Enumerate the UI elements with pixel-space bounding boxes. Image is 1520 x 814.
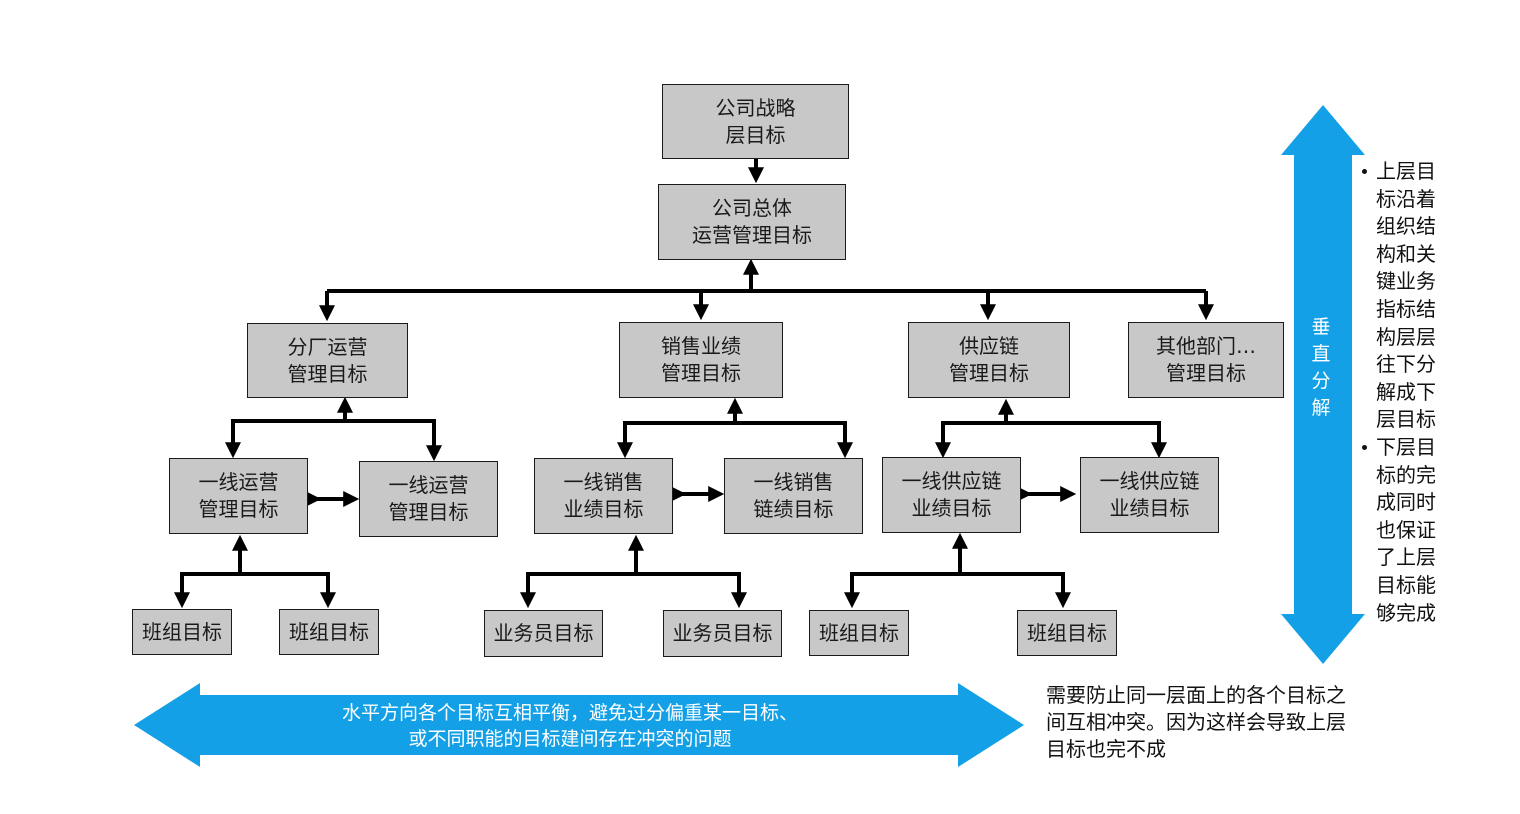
node-branch-ops: 分厂运营 管理目标: [247, 323, 408, 398]
node-label: 一线运营: [388, 473, 469, 497]
node-label: 一线销售: [753, 470, 834, 494]
node-label: 管理目标: [661, 361, 741, 385]
node-label: 公司总体: [712, 196, 792, 220]
side-note-line: 解成下: [1376, 379, 1436, 404]
side-note-line: 键业务: [1376, 269, 1436, 294]
side-note-line: 往下分: [1376, 352, 1436, 377]
node-frontline-sales-2: 一线销售 链绩目标: [724, 458, 863, 534]
node-label: 一线供应链: [901, 469, 1002, 493]
side-note-line: 层目标: [1376, 407, 1436, 432]
node-frontline-sales-1: 一线销售 业绩目标: [534, 458, 673, 534]
node-strategy: 公司战略 层目标: [662, 84, 849, 159]
vertical-arrow-char: 直: [1311, 343, 1331, 365]
node-sales: 销售业绩 管理目标: [619, 322, 783, 398]
connector-branch-bus: [231, 419, 436, 450]
node-label: 销售业绩: [661, 334, 741, 358]
vertical-arrow-char: 分: [1311, 370, 1331, 392]
node-label: 运营管理目标: [692, 223, 812, 247]
side-note-line: 目标能: [1376, 572, 1436, 597]
side-note-bullet-1: 上层目 标沿着 组织结 构和关 键业务 指标结 构层层 往下分 解成下 层目标: [1358, 158, 1468, 434]
node-frontline-ops-1: 一线运营 管理目标: [169, 458, 308, 534]
node-team-2: 班组目标: [279, 609, 379, 655]
node-label: 供应链: [959, 334, 1019, 358]
node-label: 班组目标: [1027, 620, 1107, 645]
node-label: 业绩目标: [911, 496, 992, 520]
node-label: 班组目标: [289, 619, 369, 644]
node-salesman-1: 业务员目标: [484, 610, 603, 657]
connector-salesfl-bus: [526, 572, 741, 600]
node-label: 业务员目标: [493, 621, 594, 645]
node-label: 班组目标: [819, 620, 899, 645]
bullet-dot-icon: [1362, 169, 1367, 174]
node-label: 业绩目标: [1109, 496, 1190, 520]
node-label: 其他部门…: [1156, 334, 1256, 358]
node-frontline-supply-2: 一线供应链 业绩目标: [1080, 457, 1219, 533]
side-notes: 上层目 标沿着 组织结 构和关 键业务 指标结 构层层 往下分 解成下 层目标 …: [1358, 158, 1468, 627]
node-label: 链绩目标: [753, 497, 834, 521]
bottom-note-line: 目标也完不成: [1046, 737, 1166, 761]
node-label: 管理目标: [1166, 361, 1246, 385]
node-label: 一线运营: [198, 470, 279, 494]
bullet-dot-icon: [1362, 444, 1367, 450]
node-team-4: 班组目标: [1017, 610, 1117, 656]
bottom-note-line: 间互相冲突。因为这样会导致上层: [1046, 710, 1346, 734]
side-note-line: 了上层: [1376, 545, 1436, 570]
node-label: 一线销售: [563, 470, 644, 494]
side-note-line: 成同时: [1376, 490, 1436, 515]
node-label: 业务员目标: [672, 621, 773, 645]
node-team-3: 班组目标: [809, 610, 909, 656]
side-note-line: 下层目: [1376, 434, 1436, 459]
side-note-line: 够完成: [1376, 600, 1436, 625]
connector-supplyfl-bus: [850, 572, 1065, 600]
side-note-line: 也保证: [1376, 517, 1436, 542]
vertical-arrow-char: 垂: [1311, 316, 1331, 338]
node-label: 管理目标: [949, 361, 1029, 385]
node-frontline-supply-1: 一线供应链 业绩目标: [882, 457, 1021, 533]
node-team-1: 班组目标: [132, 609, 232, 655]
horizontal-arrow-line: 或不同职能的目标建间存在冲突的问题: [408, 728, 732, 750]
node-label: 分厂运营: [287, 334, 368, 359]
side-note-line: 构和关: [1376, 241, 1436, 266]
node-salesman-2: 业务员目标: [663, 610, 782, 657]
vertical-arrow-label: 垂 直 分 解: [1296, 314, 1346, 422]
connector-supply-bus: [941, 421, 1161, 450]
horizontal-balance-arrow: [134, 683, 1024, 767]
bottom-note-line: 需要防止同一层面上的各个目标之: [1046, 683, 1346, 707]
vertical-arrow-char: 解: [1311, 397, 1331, 419]
node-label: 公司战略: [715, 95, 796, 120]
horizontal-arrow-line: 水平方向各个目标互相平衡，避免过分偏重某一目标、: [341, 702, 798, 724]
vertical-decomposition-arrow: [1281, 105, 1365, 664]
node-frontline-ops-2: 一线运营 管理目标: [359, 461, 498, 537]
side-note-line: 上层目: [1376, 159, 1436, 183]
side-note-line: 标沿着: [1376, 186, 1436, 211]
node-label: 一线供应链: [1099, 469, 1200, 493]
node-supply: 供应链 管理目标: [908, 322, 1070, 398]
connector-sales-bus: [623, 421, 847, 450]
side-note-line: 标的完: [1376, 462, 1436, 487]
side-note-bullet-2: 下层目 标的完 成同时 也保证 了上层 目标能 够完成: [1358, 434, 1468, 627]
node-label: 管理目标: [287, 361, 368, 386]
horizontal-arrow-label: 水平方向各个目标互相平衡，避免过分偏重某一目标、 或不同职能的目标建间存在冲突的…: [200, 700, 940, 752]
node-label: 班组目标: [142, 619, 222, 644]
node-corporate: 公司总体 运营管理目标: [658, 184, 846, 260]
connector-ops-bus: [180, 572, 330, 600]
node-label: 层目标: [725, 122, 786, 147]
node-label: 管理目标: [198, 497, 279, 521]
side-note-line: 组织结: [1376, 214, 1436, 239]
bottom-note: 需要防止同一层面上的各个目标之 间互相冲突。因为这样会导致上层 目标也完不成: [1046, 682, 1406, 763]
node-label: 业绩目标: [563, 497, 644, 521]
side-note-line: 构层层: [1376, 324, 1436, 349]
node-other-depts: 其他部门… 管理目标: [1128, 322, 1284, 398]
side-note-line: 指标结: [1376, 296, 1436, 321]
node-label: 管理目标: [388, 500, 469, 524]
